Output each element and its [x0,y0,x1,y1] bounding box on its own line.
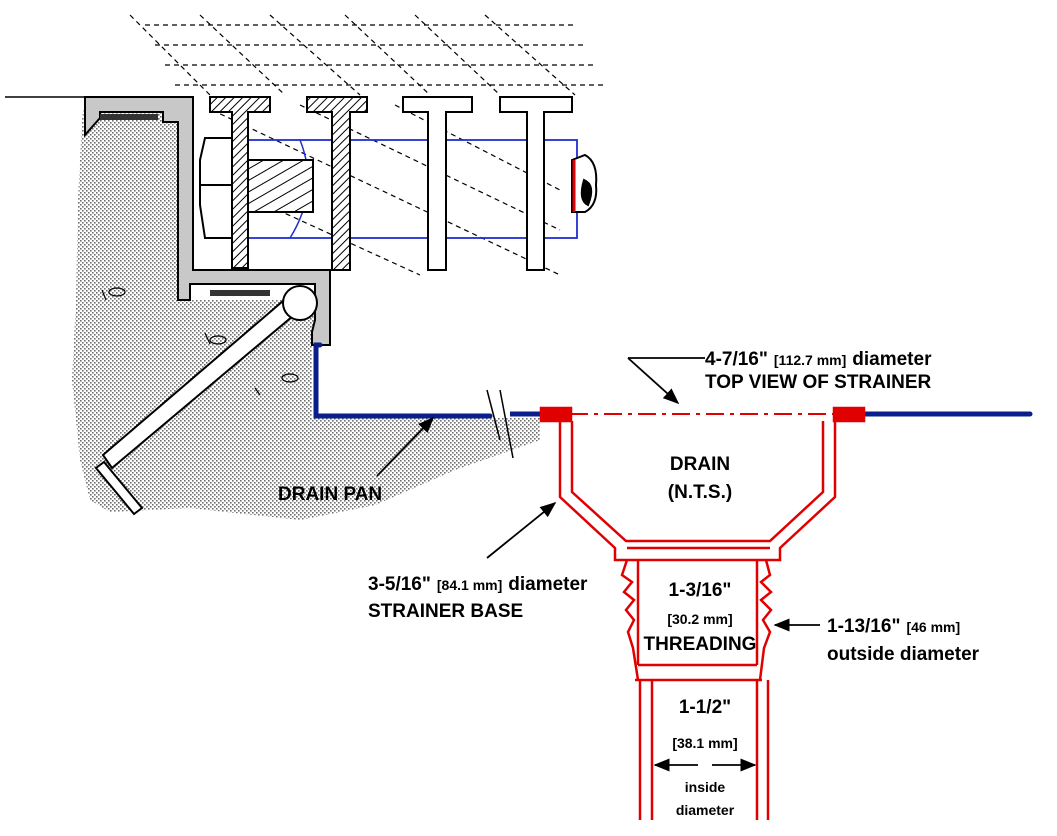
bolt [199,137,314,239]
frame-gasket-bottom [210,290,270,296]
inside-diameter-mm: [38.1 mm] [672,735,737,751]
threading-title: THREADING [644,634,757,655]
grating-bar-open-1 [402,96,473,271]
drain-pan-line [313,342,493,419]
strainer-base-title: STRAINER BASE [368,601,523,622]
top-view-title: TOP VIEW OF STRAINER [705,372,932,393]
drain-nts: (N.T.S.) [668,482,732,503]
drain-body [539,406,866,820]
threading-dim: 1-3/16" [669,580,732,601]
anchor-rod [94,285,318,516]
frame-profile [84,96,331,346]
outside-diameter-title: outside diameter [827,644,980,665]
top-view-dim-label: 4-7/16"[112.7 mm]diameter [705,349,932,370]
grating-bar-hatched-1 [209,96,271,269]
threading-mm: [30.2 mm] [667,611,732,627]
inside-diameter-dim: 1-1/2" [679,697,731,718]
grating-bar-hatched-2 [306,96,368,271]
concrete-aggregate-marks [101,287,299,396]
drain-pan-label: DRAIN PAN [278,484,382,505]
strainer-base-dim-label: 3-5/16"[84.1 mm]diameter [368,574,588,595]
grating-bar-open-2 [499,96,573,271]
leader-arrows [376,357,820,772]
break-mark [486,389,514,459]
frame-gasket-top [100,114,158,120]
inside-diameter-title2: diameter [676,802,735,818]
drain-title: DRAIN [670,454,730,475]
rod-break-symbol [571,153,598,213]
inside-diameter-title1: inside [685,779,726,795]
outside-diameter-dim-label: 1-13/16"[46 mm] [827,616,960,637]
